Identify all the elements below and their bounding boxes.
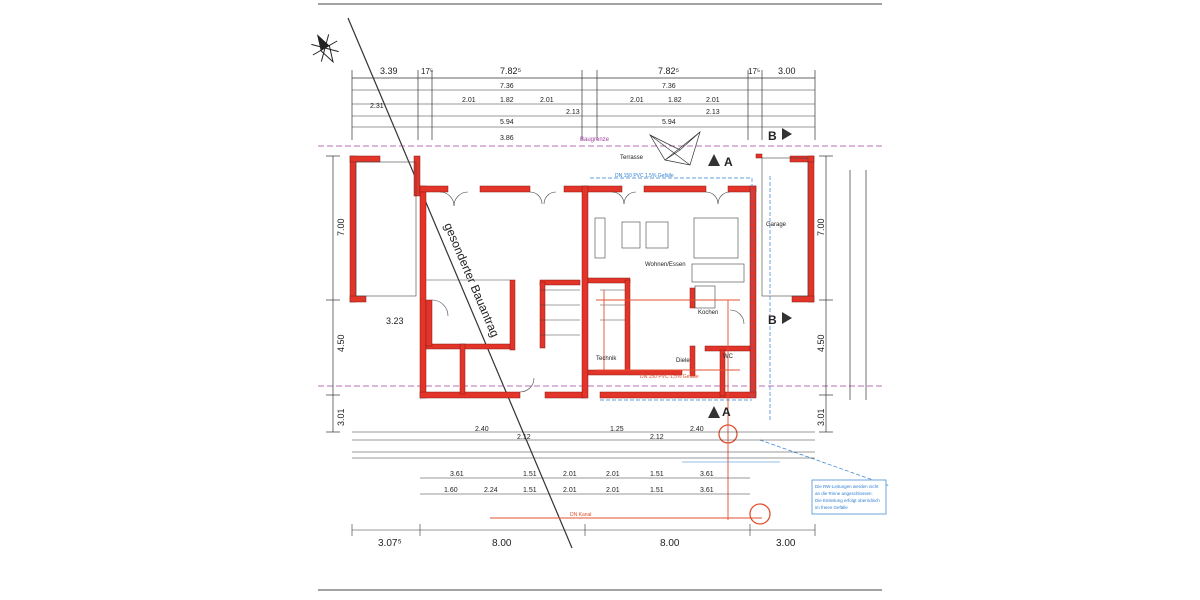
dim-bot-row2-5: 1.51 <box>650 471 664 478</box>
pipe-lines <box>590 176 891 487</box>
room-wohnen: Wohnen/Essen <box>645 262 686 268</box>
room-wc: WC <box>723 354 734 360</box>
room-labels: Terrasse Wohnen/Essen Garage Kochen Tech… <box>596 155 787 364</box>
room-kochen: Kochen <box>698 310 718 316</box>
dim-left-3: 3.01 <box>336 408 346 426</box>
room-diele: Diele <box>676 358 690 364</box>
dim-top-row4-1: 5.94 <box>500 119 514 126</box>
room-technik: Technik <box>596 356 617 362</box>
dim-bot-row3-2: 2.24 <box>484 487 498 494</box>
bottom-total-dims: 3.07⁵ 8.00 8.00 3.00 <box>378 538 796 549</box>
bottom-dim-labels: 2.40 2.12 1.25 2.12 2.40 3.61 1.51 2.01 … <box>444 426 714 494</box>
dim-right-1: 7.00 <box>816 218 826 236</box>
dim-bot-row3-6: 1.51 <box>650 487 664 494</box>
dim-bot-row1-1: 2.40 <box>475 426 489 433</box>
note-line-1: Die RW-Leitungen werden nicht <box>815 484 879 489</box>
drainage-note-box: Die RW-Leitungen werden nicht an die Rin… <box>811 479 887 515</box>
section-a-top-label: A <box>724 155 733 169</box>
section-b-top-label: B <box>768 129 777 143</box>
dim-right-2: 4.50 <box>816 334 826 352</box>
dim-bot-row2-3: 2.01 <box>563 471 577 478</box>
dim-bot-row2-6: 3.61 <box>700 471 714 478</box>
manhole-icon <box>718 424 738 444</box>
dim-bot-row1-3: 1.25 <box>610 426 624 433</box>
dim-top-3: 7.82⁵ <box>500 66 522 76</box>
dim-top-row3-6: 1.82 <box>668 97 682 104</box>
dim-left-1: 7.00 <box>336 218 346 236</box>
dim-bot-total-2: 8.00 <box>492 538 512 549</box>
dim-top-row5-1: 3.86 <box>500 135 514 142</box>
dim-top-row4-2: 2.13 <box>566 109 580 116</box>
dim-top-row3-2: 2.01 <box>462 97 476 104</box>
dim-top-1: 3.39 <box>380 66 398 76</box>
dim-top-row2-2: 7.36 <box>662 83 676 90</box>
section-marker-a-top: A <box>708 154 733 169</box>
section-a-bottom-label: A <box>722 405 731 419</box>
building-limit-label: Baugrenze <box>580 137 610 143</box>
dim-bot-row2-1: 3.61 <box>450 471 464 478</box>
left-dimensions <box>326 155 340 433</box>
section-marker-a-bottom: A <box>708 405 731 419</box>
note-line-2: an die Rinne angeschlossen. <box>815 491 873 496</box>
dim-top-row3-1: 2.31 <box>370 103 384 110</box>
room-garage: Garage <box>766 222 787 228</box>
dim-top-2: 17⁵ <box>421 67 433 76</box>
building-limit-lines <box>318 145 882 387</box>
section-b-bottom-label: B <box>768 313 777 327</box>
bottom-dimensions <box>351 431 816 536</box>
dim-bot-row3-1: 1.60 <box>444 487 458 494</box>
dim-bot-row2-2: 1.51 <box>523 471 537 478</box>
dim-left-2: 4.50 <box>336 334 346 352</box>
dim-top-row4-4: 5.94 <box>662 119 676 126</box>
dim-top-5: 17⁵ <box>748 67 760 76</box>
top-dimensions: 3.39 17⁵ 7.82⁵ 7.82⁵ 17⁵ 3.00 7.36 7.36 … <box>351 66 816 142</box>
north-arrow-icon <box>311 34 339 64</box>
sewer-label: DN Kanal <box>570 512 591 518</box>
dim-left-inner: 3.23 <box>386 316 404 326</box>
pipe-label-mid: DN 150 PVC 1,5% Gefälle <box>640 374 699 380</box>
street-lines <box>352 451 815 463</box>
dim-bot-total-3: 8.00 <box>660 538 680 549</box>
dim-bot-total-1: 3.07⁵ <box>378 538 402 549</box>
inspection-chamber-icon <box>749 503 771 525</box>
dim-top-row3-4: 2.01 <box>540 97 554 104</box>
dim-bot-row3-7: 3.61 <box>700 487 714 494</box>
dim-top-row3-5: 2.01 <box>630 97 644 104</box>
diagonal-boundary-line <box>347 17 573 549</box>
exterior-walls <box>349 153 815 399</box>
dim-top-row3-7: 2.01 <box>706 97 720 104</box>
interior-lines <box>355 157 809 393</box>
dim-bot-row3-4: 2.01 <box>563 487 577 494</box>
room-terrasse: Terrasse <box>620 155 644 161</box>
dim-bot-row1-2: 2.12 <box>517 434 531 441</box>
terrace-umbrella-icon <box>649 130 701 166</box>
note-line-3: Die Einleitung erfolgt oberirdisch <box>815 498 880 503</box>
note-line-4: im freien Gefälle <box>815 505 848 510</box>
dim-top-row3-3: 1.82 <box>500 97 514 104</box>
dim-bot-row1-4: 2.12 <box>650 434 664 441</box>
dim-bot-row2-4: 2.01 <box>606 471 620 478</box>
dim-bot-total-4: 3.00 <box>776 538 796 549</box>
right-dimensions <box>819 155 867 433</box>
section-marker-b-top: B <box>768 128 792 143</box>
dim-bot-row1-5: 2.40 <box>690 426 704 433</box>
dim-bot-row3-3: 1.51 <box>523 487 537 494</box>
pipe-label-top: DN 150 PVC 1,5% Gefälle <box>615 173 674 179</box>
section-marker-b-bottom: B <box>768 312 792 327</box>
dim-top-4: 7.82⁵ <box>658 66 680 76</box>
drain-lines <box>490 290 762 520</box>
dim-top-6: 3.00 <box>778 66 796 76</box>
dim-bot-row3-5: 2.01 <box>606 487 620 494</box>
dim-top-row4-3: 2.13 <box>706 109 720 116</box>
dim-top-row2-1: 7.36 <box>500 83 514 90</box>
dim-right-3: 3.01 <box>816 408 826 426</box>
